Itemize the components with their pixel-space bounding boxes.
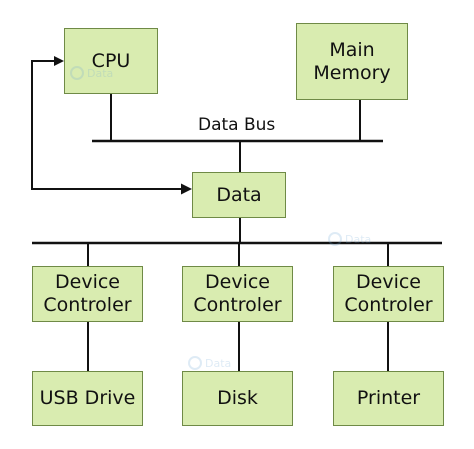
arrowhead-to-cpu <box>54 56 64 66</box>
device-controller-1-box: Device Controler <box>32 266 143 322</box>
usb-drive-box: USB Drive <box>32 371 143 426</box>
device-controller-2-box: Device Controler <box>182 266 293 322</box>
disk-box: Disk <box>182 371 293 426</box>
device-controller-3-box: Device Controler <box>333 266 444 322</box>
cpu-data-arrow-path <box>31 60 182 190</box>
data-box: Data <box>192 172 286 218</box>
arrowhead-to-data <box>181 183 192 195</box>
main-memory-box: Main Memory <box>296 23 408 100</box>
printer-box: Printer <box>333 371 444 426</box>
data-bus-label: Data Bus <box>198 115 276 135</box>
cpu-box: CPU <box>64 28 158 94</box>
